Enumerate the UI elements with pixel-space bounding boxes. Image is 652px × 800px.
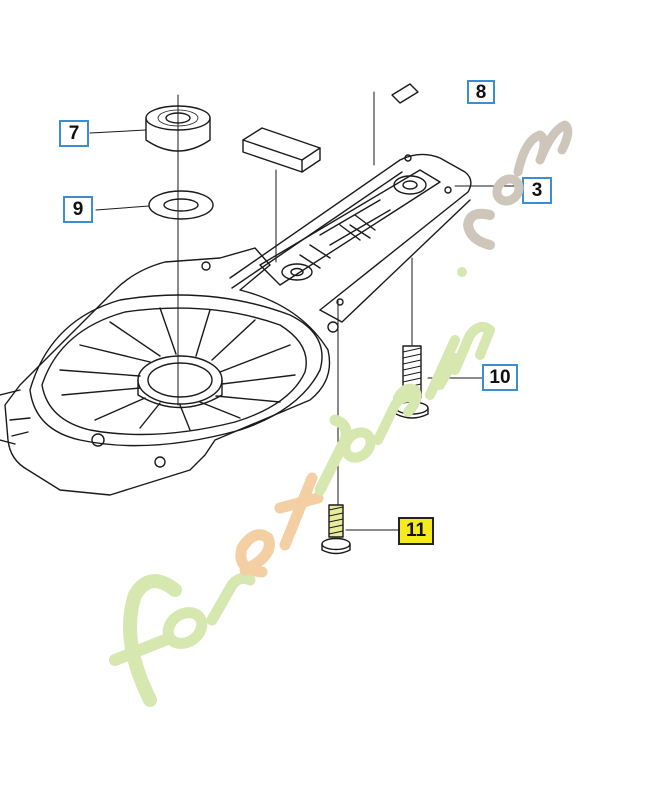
callout-part-9: 9 — [63, 196, 93, 223]
callout-part-3: 3 — [522, 177, 552, 204]
callout-part-11: 11 — [398, 517, 434, 545]
arm-housing — [229, 153, 472, 323]
bearing-part — [145, 105, 211, 152]
washer-part — [148, 190, 214, 220]
callout-part-8: 8 — [467, 80, 495, 104]
screw-11-part — [321, 504, 351, 555]
main-housing — [0, 247, 339, 496]
screw-10-part — [395, 345, 429, 419]
callout-part-10: 10 — [482, 364, 518, 391]
top-part — [391, 83, 419, 104]
key-part — [242, 127, 321, 173]
callout-part-7: 7 — [59, 120, 89, 147]
